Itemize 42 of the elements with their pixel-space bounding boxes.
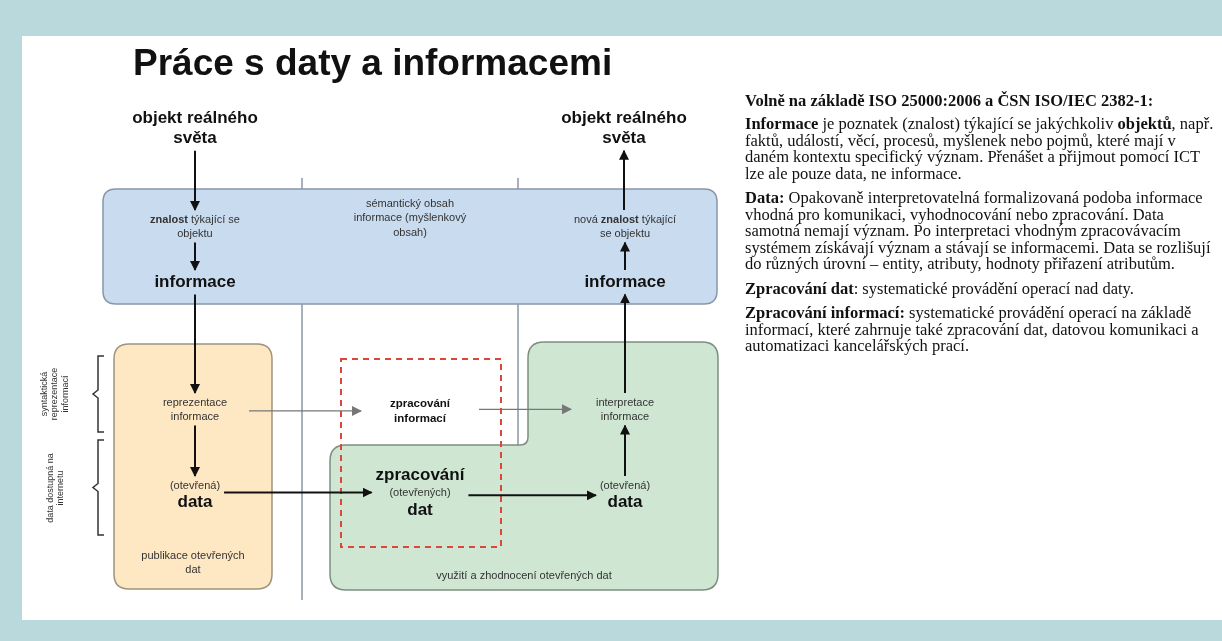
node-label: (otevřená) [599,478,651,493]
title: Práce s daty a informacemi [133,42,613,84]
node-label: nová znalost týkající se objektu [572,212,678,241]
arrow [620,424,630,477]
heading-label: objekt reálného světa [110,108,280,149]
band-box [102,188,718,305]
heading-label: zpracování [375,465,465,486]
arrow [478,404,572,415]
heading-label: informace [584,272,666,293]
rounded-box [113,343,273,590]
heading-label: data [606,492,644,513]
arrow [620,241,630,271]
arrow [190,293,200,394]
l-shaped-area [330,342,718,590]
node-label: (otevřená) [169,478,221,493]
node-label: zpracování informací [365,396,475,426]
definition-text: Data: Opakovaně interpretovatelná formalizovaná podoba informace vhodná pro komunikaci, vyhodnocování nebo zpracování. Data samotná nemají význam. Po interpretaci vhodným zpracovávacím systémem získávají význam a stávají se informacemi. Data se rozlišují do různých úrovní – entity, atributy, hodnoty přiřazení atributům. [745,190,1212,273]
area-label: využití a zhodnocení otevřených dat [435,568,613,583]
note-heading: Volně na základě ISO 25000:2006 a ČSN ISO/IEC 2382-1: [745,93,1155,108]
arrow [248,405,362,416]
node-label: (otevřených) [388,485,452,500]
bracket-label: data dostupná na internetu [44,452,66,525]
definition-text: Zpracování dat: systematické provádění operací nad daty. [745,280,1135,297]
definition-text: Zpracování informací: systematické provádění operací na základě informací, které zahrnuje také zpracování dat, datovou komunikaci a automatizaci kancelářských prací. [745,305,1200,355]
node-label: znalost týkající se objektu [147,212,243,241]
area-label: sémantický obsah informace (myšlenkový obsah) [352,196,468,239]
heading-label: dat [406,499,434,521]
arrow [190,424,200,477]
arrow [223,487,373,498]
heading-label: data [176,492,214,513]
heading-label: objekt reálného světa [539,108,709,149]
arrow [619,149,629,211]
arrow [190,241,200,271]
definition-text: Informace je poznatek (znalost) týkající se jakýchkoliv objektů, např. faktů, událostí, věcí, procesů, myšlenek nebo pojmů, které mají v daném kontextu specifický význam. Přenášet a přijmout pomocí ICT lze ale pouze data, ne informace. [745,116,1215,182]
bracket-label: syntaktická reprezentace informací [39,366,71,423]
heading-label: informace [154,272,236,293]
area-label: publikace otevřených dat [140,548,246,577]
node-label: interpretace informace [575,395,675,424]
arrow [620,293,630,394]
node-label: reprezentace informace [145,395,245,424]
arrow [467,490,597,501]
arrow [190,149,200,211]
